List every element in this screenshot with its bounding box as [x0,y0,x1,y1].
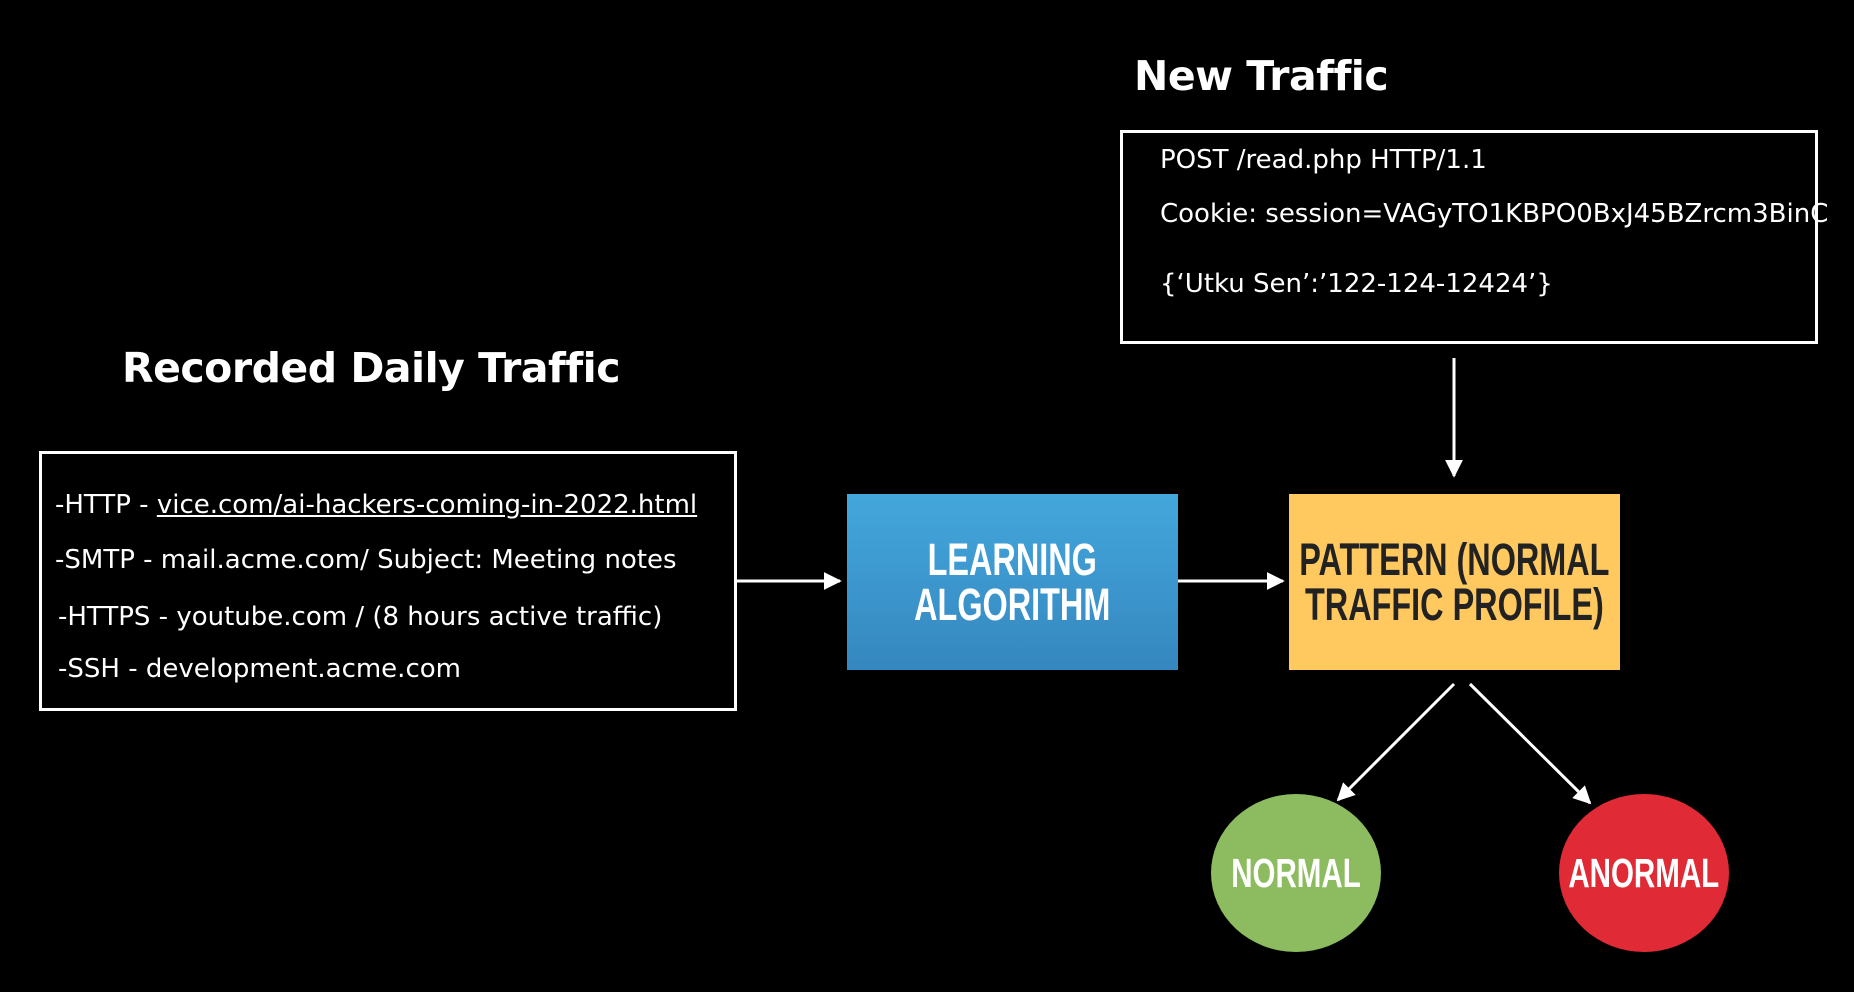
recorded-smtp-line: -SMTP - mail.acme.com/ Subject: Meeting … [55,545,677,575]
new-traffic-cookie-line: Cookie: session=VAGyTO1KBPO0BxJ45BZrcm3B… [1160,199,1829,229]
learning-algorithm-block: LEARNING ALGORITHM [847,494,1178,670]
recorded-traffic-heading: Recorded Daily Traffic [122,344,621,392]
new-traffic-heading: New Traffic [1134,52,1389,100]
learning-algorithm-label: LEARNING ALGORITHM [914,537,1110,627]
pattern-line1: PATTERN (NORMAL [1299,534,1610,585]
recorded-traffic-box: -HTTP - vice.com/ai-hackers-coming-in-20… [39,451,737,711]
pattern-label: PATTERN (NORMAL TRAFFIC PROFILE) [1299,537,1609,627]
normal-outcome-circle: NORMAL [1211,794,1381,952]
recorded-http-prefix: -HTTP - [55,490,157,520]
normal-outcome-label: NORMAL [1231,849,1361,896]
recorded-https-line: -HTTPS - youtube.com / (8 hours active t… [58,602,663,632]
arrow-pattern-to-anormal [1468,682,1592,805]
anormal-outcome-label: ANORMAL [1568,849,1720,896]
new-traffic-request-line: POST /read.php HTTP/1.1 [1160,145,1487,175]
recorded-http-line: -HTTP - vice.com/ai-hackers-coming-in-20… [55,492,697,518]
recorded-ssh-line: -SSH - development.acme.com [58,654,461,684]
new-traffic-box: POST /read.php HTTP/1.1 Cookie: session=… [1120,130,1828,344]
anormal-outcome-circle: ANORMAL [1559,794,1729,952]
arrow-pattern-to-normal [1336,682,1456,802]
new-traffic-body-line: {‘Utku Sen’:’122-124-12424’} [1160,269,1553,299]
recorded-http-link[interactable]: vice.com/ai-hackers-coming-in-2022.html [156,490,698,520]
learning-algorithm-line1: LEARNING [927,534,1098,585]
learning-algorithm-line2: ALGORITHM [914,579,1111,630]
pattern-block: PATTERN (NORMAL TRAFFIC PROFILE) [1289,494,1620,670]
pattern-line2: TRAFFIC PROFILE) [1305,579,1604,630]
